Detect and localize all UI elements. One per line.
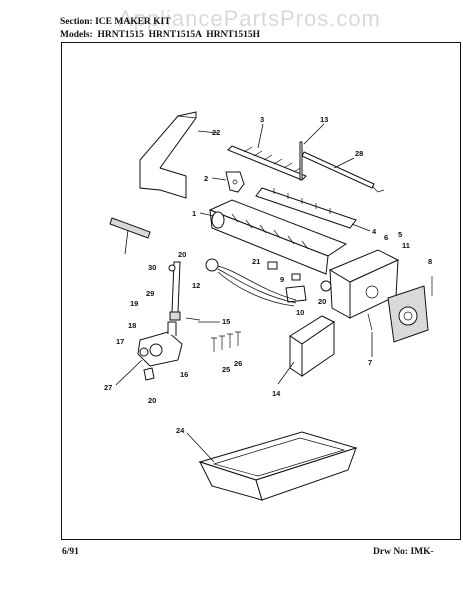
- part-5-motor-plate: [387, 285, 429, 343]
- callout-8: 8: [428, 257, 432, 266]
- drawing-value: IMK-: [410, 547, 434, 557]
- leader-4: [351, 223, 371, 232]
- models-line: Models: HRNT1515 HRNT1515A HRNT1515H: [60, 30, 260, 40]
- callout-22: 21: [252, 257, 260, 266]
- callout-4: 4: [372, 227, 377, 236]
- section-label: Section:: [60, 17, 93, 27]
- part-20-fitting: [143, 367, 155, 381]
- models-label: Models:: [60, 30, 93, 40]
- callout-20b: 20: [148, 396, 156, 405]
- part-4-stripper: [255, 187, 357, 229]
- part-2-bracket: [225, 171, 245, 193]
- drawing-label: Drw No:: [373, 547, 409, 557]
- part-12-wiring-harness: [205, 258, 297, 307]
- revision-date: 6/91: [62, 547, 79, 557]
- callout-26: 25: [222, 365, 230, 374]
- leader-29: [333, 157, 355, 169]
- callout-21: 20: [318, 297, 326, 306]
- leader-14: [277, 361, 295, 385]
- callout-31: 30: [148, 263, 156, 272]
- callout-11: 11: [402, 241, 410, 250]
- callout-3: 3: [260, 115, 264, 124]
- diagram-frame: [61, 42, 461, 540]
- callout-28: 27: [104, 383, 112, 392]
- callout-6: 6: [384, 233, 388, 242]
- part-23-cover: [139, 111, 197, 199]
- section-line: Section: ICE MAKER KIT: [60, 17, 171, 27]
- callout-1: 1: [192, 209, 196, 218]
- part-9-clip: [291, 273, 301, 281]
- callout-18: 18: [128, 321, 136, 330]
- part-7-screw: [367, 313, 373, 331]
- leader-25: [186, 432, 215, 463]
- callout-17: 17: [116, 337, 124, 346]
- part-16-water-valve: [137, 321, 183, 367]
- callout-10: 10: [296, 308, 304, 317]
- callout-27: 26: [234, 359, 242, 368]
- callout-30: 29: [146, 289, 154, 298]
- callout-15: 15: [222, 317, 230, 326]
- callout-9: 9: [280, 275, 284, 284]
- part-26-screws: [211, 331, 241, 352]
- model-1: HRNT1515: [97, 30, 144, 40]
- callout-23: 22: [212, 128, 220, 137]
- leader-28: [115, 359, 143, 386]
- leader-13: [303, 123, 325, 145]
- part-24-fill-tube: [109, 217, 151, 239]
- leader-1: [199, 212, 215, 217]
- leader-3: [257, 123, 264, 149]
- callout-2: 2: [204, 174, 208, 183]
- callout-13: 13: [320, 115, 328, 124]
- model-3: HRNT1515H: [206, 30, 261, 40]
- callout-12: 12: [192, 281, 200, 290]
- part-30-valve-tube: [168, 261, 201, 321]
- callout-25: 24: [176, 426, 185, 435]
- part-14-insulation-block: [289, 315, 335, 377]
- callout-29: 28: [355, 149, 363, 158]
- part-25-ice-bucket: [198, 431, 358, 501]
- callout-7: 7: [368, 358, 372, 367]
- part-22-switch: [267, 261, 278, 270]
- callout-20a: 20: [178, 250, 186, 259]
- part-1-mold: [208, 199, 348, 275]
- callout-14: 14: [272, 389, 281, 398]
- callout-5: 5: [398, 230, 402, 239]
- part-29-shutoff-arm: [299, 141, 385, 193]
- callout-16: 16: [180, 370, 188, 379]
- drawing-number: Drw No: IMK-: [373, 547, 434, 557]
- leader-2: [211, 177, 227, 181]
- model-2: HRNT1515A: [148, 30, 202, 40]
- leader-23: [197, 130, 219, 134]
- section-value: ICE MAKER KIT: [95, 17, 171, 27]
- callout-19: 19: [130, 299, 138, 308]
- leader-24: [124, 229, 129, 255]
- part-6-housing: [328, 249, 400, 319]
- part-21-thermostat: [320, 280, 332, 292]
